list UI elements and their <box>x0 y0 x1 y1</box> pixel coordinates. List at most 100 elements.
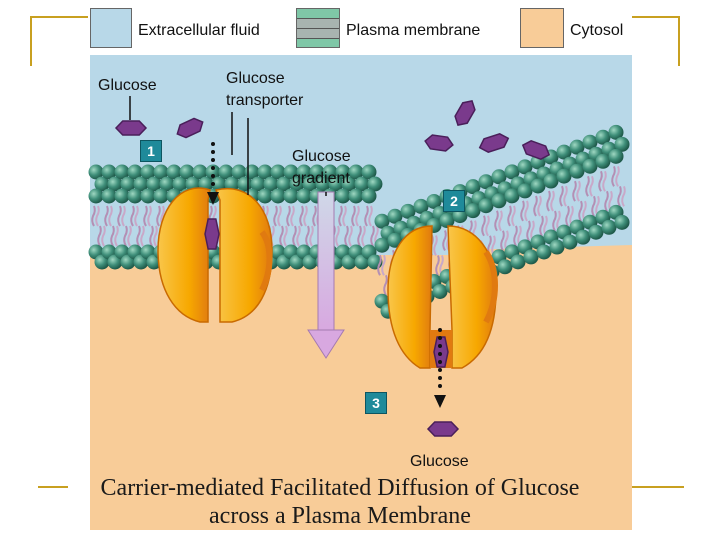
glucose-molecules <box>114 100 551 437</box>
phospholipid-head-icon <box>426 193 442 209</box>
phospholipid-head-icon <box>387 208 403 224</box>
phospholipid-head-icon <box>257 164 273 180</box>
phospholipid-head-icon <box>289 176 305 192</box>
glucose-molecule-icon <box>424 134 454 152</box>
phospholipid-head-icon <box>549 239 565 255</box>
phospholipid-head-icon <box>374 237 390 253</box>
step-badge-2: 2 <box>443 190 465 212</box>
phospholipid-head-icon <box>614 136 630 152</box>
phospholipid-head-icon <box>601 219 617 235</box>
glucose-molecule-icon <box>433 336 449 368</box>
glucose-label-top: Glucose <box>98 77 157 94</box>
phospholipid-head-icon <box>510 254 526 270</box>
phospholipid-head-icon <box>153 164 169 180</box>
phospholipid-head-icon <box>120 176 136 192</box>
frame-line-top-left-h <box>30 16 88 18</box>
phospholipid-head-icon <box>270 188 286 204</box>
phospholipid-head-icon <box>322 164 338 180</box>
phospholipid-head-icon <box>88 164 104 180</box>
phospholipid-head-icon <box>491 193 507 209</box>
phospholipid-head-icon <box>94 176 110 192</box>
phospholipid-head-icon <box>309 164 325 180</box>
phospholipid-head-icon <box>530 178 546 194</box>
phospholipid-head-icon <box>211 176 227 192</box>
phospholipid-head-icon <box>224 176 240 192</box>
frame-line-top-right-h <box>632 16 680 18</box>
figure-title-line2: across a Plasma Membrane <box>209 503 471 529</box>
phospholipid-head-icon <box>101 188 117 204</box>
phospholipid-head-icon <box>140 164 156 180</box>
phospholipid-head-icon <box>101 164 117 180</box>
phospholipid-head-icon <box>361 188 377 204</box>
phospholipid-head-icon <box>218 164 234 180</box>
phospholipid-head-icon <box>504 164 520 180</box>
phospholipid-head-icon <box>595 153 611 169</box>
phospholipid-head-icon <box>140 188 156 204</box>
phospholipid-head-icon <box>497 259 513 275</box>
frame-line-bottom-left <box>38 486 68 488</box>
phospholipid-head-icon <box>257 188 273 204</box>
step-badge-1: 1 <box>140 140 162 162</box>
legend-cytosol-label: Cytosol <box>570 22 624 39</box>
phospholipid-head-icon <box>361 164 377 180</box>
phospholipid-head-icon <box>400 203 416 219</box>
phospholipid-head-icon <box>205 164 221 180</box>
phospholipid-head-icon <box>595 129 611 145</box>
phospholipid-head-icon <box>478 198 494 214</box>
phospholipid-head-icon <box>133 176 149 192</box>
phospholipid-head-icon <box>517 159 533 175</box>
figure-title: Carrier-mediated Facilitated Diffusion o… <box>40 474 640 530</box>
phospholipid-head-icon <box>283 188 299 204</box>
gradient-label-line2: gradient <box>292 170 350 187</box>
phospholipid-head-icon <box>172 176 188 192</box>
phospholipid-head-icon <box>582 134 598 150</box>
phospholipid-head-icon <box>159 176 175 192</box>
phospholipid-head-icon <box>276 176 292 192</box>
phospholipid-head-icon <box>608 148 624 164</box>
legend-extracellular-swatch <box>90 8 132 48</box>
phospholipid-head-icon <box>335 188 351 204</box>
transporter-label-line2: transporter <box>226 92 304 109</box>
phospholipid-head-icon <box>582 158 598 174</box>
transport-path-1 <box>207 142 219 205</box>
phospholipid-head-icon <box>348 164 364 180</box>
frame-line-top-left-v <box>30 16 32 66</box>
phospholipid-head-icon <box>491 169 507 185</box>
glucose-molecule-icon <box>176 117 204 139</box>
phospholipid-head-icon <box>302 176 318 192</box>
legend-extracellular-label: Extracellular fluid <box>138 22 260 39</box>
phospholipid-head-icon <box>569 163 585 179</box>
phospholipid-head-icon <box>354 176 370 192</box>
phospholipid-head-icon <box>478 174 494 190</box>
phospholipid-head-icon <box>341 176 357 192</box>
frame-line-top-right-v <box>678 16 680 66</box>
phospholipid-head-icon <box>179 164 195 180</box>
phospholipid-head-icon <box>413 198 429 214</box>
legend-membrane-label: Plasma membrane <box>346 22 481 39</box>
phospholipid-head-icon <box>439 213 455 229</box>
glucose-transporter-icon <box>387 225 498 369</box>
phospholipid-head-icon <box>575 229 591 245</box>
glucose-molecule-icon <box>478 132 510 154</box>
phospholipid-head-icon <box>543 173 559 189</box>
phospholipid-head-icon <box>465 179 481 195</box>
phospholipid-head-icon <box>335 164 351 180</box>
phospholipid-head-icon <box>348 188 364 204</box>
phospholipid-head-icon <box>465 203 481 219</box>
phospholipid-head-icon <box>432 283 448 299</box>
phospholipid-head-icon <box>283 164 299 180</box>
gradient-label-line1: Glucose <box>292 148 351 165</box>
phospholipid-head-icon <box>556 144 572 160</box>
glucose-molecule-icon <box>114 120 148 136</box>
phospholipid-head-icon <box>367 176 383 192</box>
glucose-molecule-icon <box>454 100 476 126</box>
phospholipid-head-icon <box>556 168 572 184</box>
phospholipid-head-icon <box>608 124 624 140</box>
phospholipid-head-icon <box>231 164 247 180</box>
phospholipid-head-icon <box>127 188 143 204</box>
legend-cytosol-swatch <box>520 8 564 48</box>
phospholipid-head-icon <box>296 188 312 204</box>
phospholipid-head-icon <box>296 164 312 180</box>
phospholipid-head-icon <box>88 188 104 204</box>
